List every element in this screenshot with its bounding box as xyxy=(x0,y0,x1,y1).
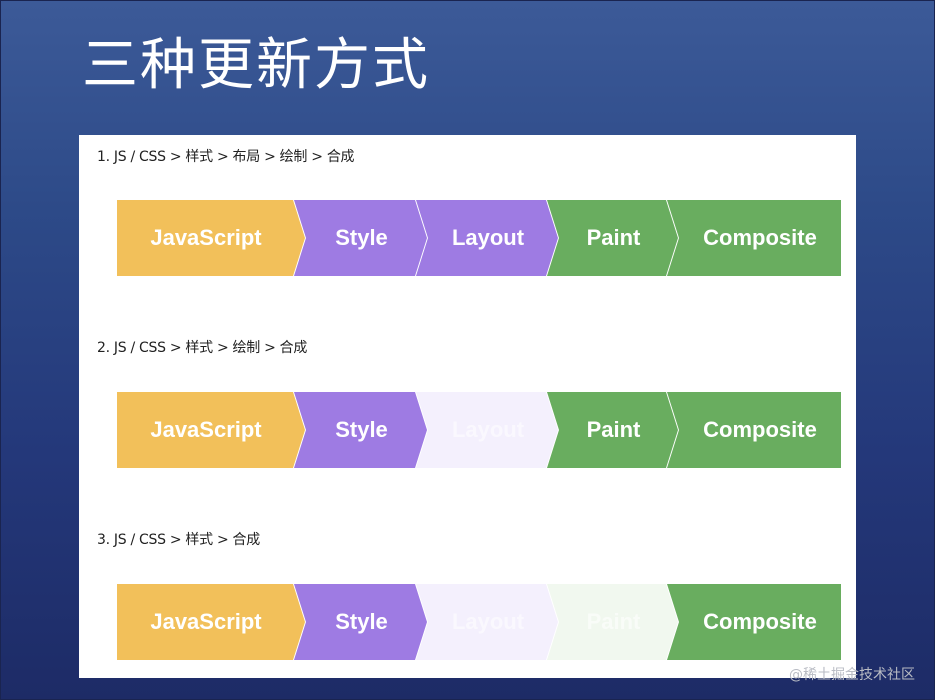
step-chevron-paint xyxy=(547,392,678,468)
section-label-3: 3. JS / CSS > 样式 > 合成 xyxy=(97,532,260,548)
step-label-style: Style xyxy=(335,417,388,442)
step-chevron-composite xyxy=(667,584,841,660)
step-label-composite: Composite xyxy=(703,417,817,442)
step-chevron-javascript xyxy=(117,200,305,276)
content-panel: 1. JS / CSS > 样式 > 布局 > 绘制 > 合成 JavaScri… xyxy=(79,135,856,678)
pipeline-2: JavaScript Style Layout Paint Composite xyxy=(79,392,856,470)
step-label-layout: Layout xyxy=(451,225,525,250)
step-chevron-javascript xyxy=(117,584,305,660)
step-chevron-layout xyxy=(416,584,558,660)
step-chevron-style xyxy=(294,200,427,276)
step-label-javascript: JavaScript xyxy=(150,417,262,442)
step-chevron-style xyxy=(294,584,427,660)
step-chevron-javascript xyxy=(117,392,305,468)
step-label-composite: Composite xyxy=(703,225,817,250)
step-chevron-paint xyxy=(547,200,678,276)
step-label-javascript: JavaScript xyxy=(150,609,262,634)
step-label-paint: Paint xyxy=(586,225,641,250)
section-label-1: 1. JS / CSS > 样式 > 布局 > 绘制 > 合成 xyxy=(97,149,355,165)
pipeline-chevrons xyxy=(117,392,841,468)
step-chevron-paint xyxy=(547,584,678,660)
pipeline-3: JavaScript Style Layout Paint Composite xyxy=(79,584,856,662)
step-chevron-composite xyxy=(667,392,841,468)
step-label-layout: Layout xyxy=(451,417,525,442)
step-label-style: Style xyxy=(335,609,388,634)
step-label-paint: Paint xyxy=(586,417,641,442)
step-label-composite: Composite xyxy=(703,609,817,634)
section-label-2: 2. JS / CSS > 样式 > 绘制 > 合成 xyxy=(97,340,308,356)
step-chevron-layout xyxy=(416,392,558,468)
pipeline-1: JavaScript Style Layout Paint Composite xyxy=(79,200,856,278)
watermark: @稀土掘金技术社区 xyxy=(789,667,915,683)
step-label-paint: Paint xyxy=(586,609,641,634)
step-chevron-style xyxy=(294,392,427,468)
pipeline-chevrons xyxy=(117,200,841,276)
step-chevron-layout xyxy=(416,200,558,276)
slide-title: 三种更新方式 xyxy=(82,33,430,98)
step-label-layout: Layout xyxy=(451,609,525,634)
step-chevron-composite xyxy=(667,200,841,276)
step-label-javascript: JavaScript xyxy=(150,225,262,250)
step-label-style: Style xyxy=(335,225,388,250)
pipeline-chevrons xyxy=(117,584,841,660)
